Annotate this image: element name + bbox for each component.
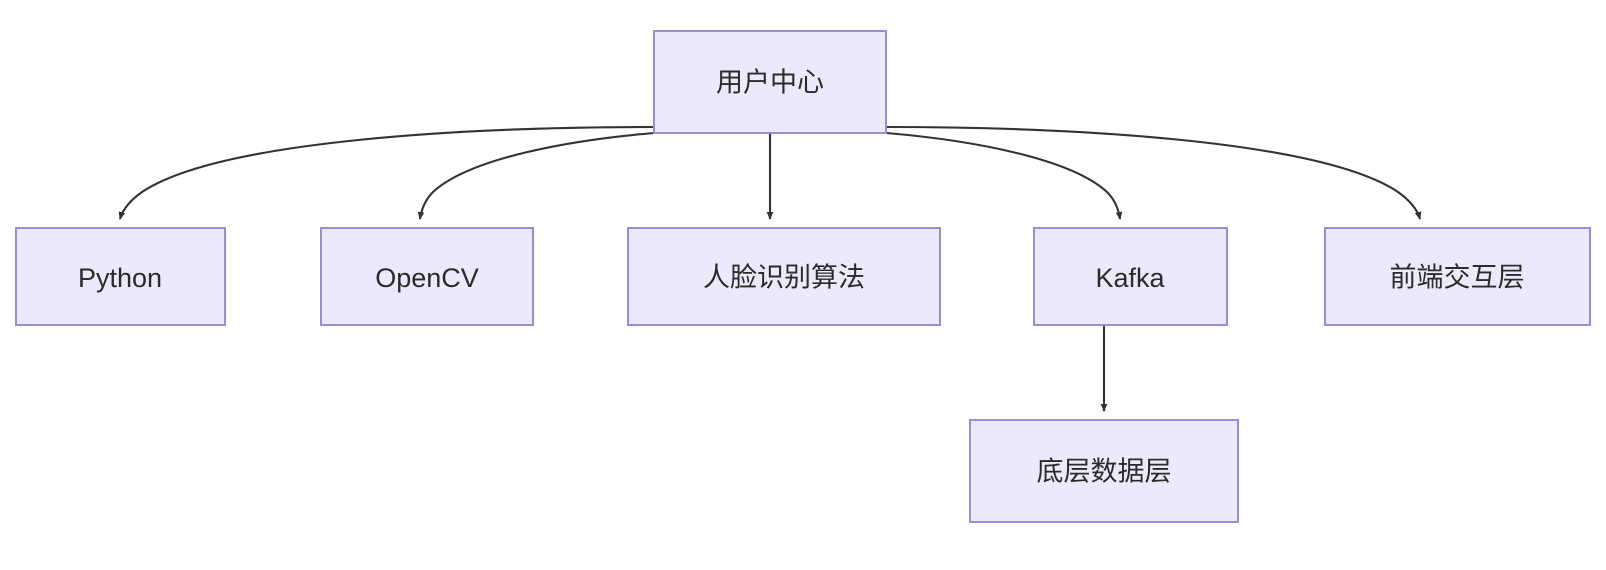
node-frontend-layer-rect[interactable]	[1324, 227, 1591, 326]
node-data-layer-rect[interactable]	[969, 419, 1239, 523]
node-frontend-layer-label: 前端交互层	[1390, 263, 1525, 294]
node-python[interactable]: Python	[15, 227, 226, 326]
node-kafka-rect[interactable]	[1033, 227, 1228, 326]
node-root-rect[interactable]	[653, 30, 887, 134]
node-face-recognition-algorithm-label: 人脸识别算法	[703, 263, 865, 294]
node-face-recognition-algorithm-rect[interactable]	[627, 227, 941, 326]
node-opencv-label: OpenCV	[375, 263, 479, 293]
node-python-rect[interactable]	[15, 227, 226, 326]
edge-root-to-frontend	[885, 125, 1422, 220]
node-kafka-label: Kafka	[1095, 263, 1165, 293]
node-opencv[interactable]: OpenCV	[320, 227, 534, 326]
node-kafka[interactable]: Kafka	[1033, 227, 1228, 326]
edge-root-to-kafka	[885, 131, 1123, 220]
node-layer: 用户中心 Python OpenCV 人脸识别算法 Kafka 前端交互层	[15, 30, 1591, 523]
node-face-recognition-algorithm[interactable]: 人脸识别算法	[627, 227, 941, 326]
node-root[interactable]: 用户中心	[653, 30, 887, 134]
node-opencv-rect[interactable]	[320, 227, 534, 326]
node-root-label: 用户中心	[716, 68, 824, 99]
edge-root-to-python	[118, 125, 655, 220]
node-data-layer-label: 底层数据层	[1037, 457, 1172, 488]
edge-layer	[118, 125, 1422, 412]
node-frontend-layer[interactable]: 前端交互层	[1324, 227, 1591, 326]
node-python-label: Python	[78, 263, 162, 293]
node-data-layer[interactable]: 底层数据层	[969, 419, 1239, 523]
edge-root-to-opencv	[417, 131, 655, 220]
